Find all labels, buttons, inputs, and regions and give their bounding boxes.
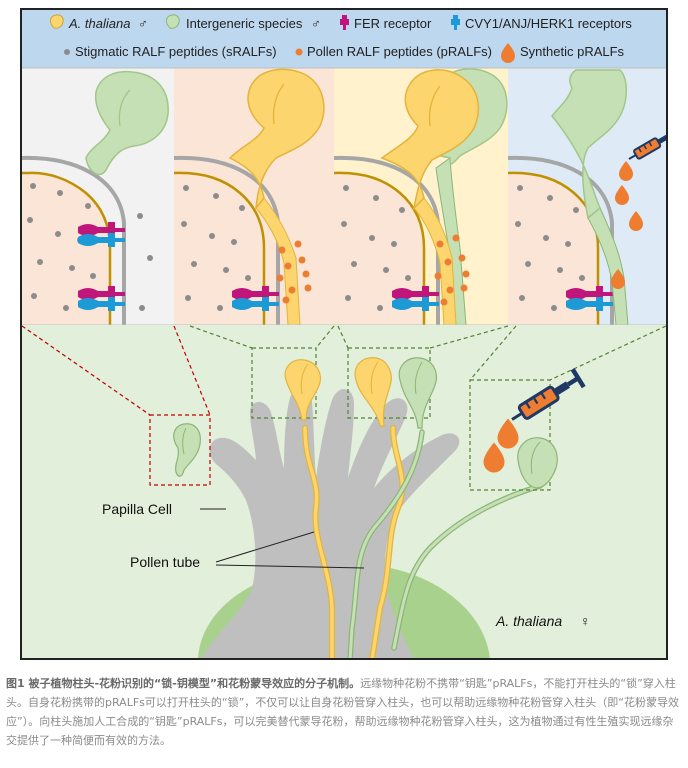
a-thaliana-female-label: A. thaliana [495, 613, 562, 629]
papilla-cell-mass [200, 388, 460, 660]
label-papilla-cell: Papilla Cell [102, 501, 226, 517]
legend-cvy1-label: CVY1/ANJ/HERK1 receptors [465, 16, 632, 31]
legend-fer-label: FER receptor [354, 16, 432, 31]
figure-caption: 图1 被子植物柱头-花粉识别的“锁-钥模型”和花粉蒙导效应的分子机制。远缘物种花… [6, 674, 682, 750]
legend-male-symbol-2: ♂ [311, 16, 321, 31]
yellow-pollen-icon [49, 14, 64, 29]
caption-lead: 图1 被子植物柱头-花粉识别的“锁-钥模型”和花粉蒙导效应的分子机制。 [6, 677, 361, 690]
legend-pralfs-label: Pollen RALF peptides (pRALFs) [307, 44, 492, 59]
legend-item-sralfs: Stigmatic RALF peptides (sRALFs) [64, 44, 277, 59]
legend-sralfs-label: Stigmatic RALF peptides (sRALFs) [75, 44, 277, 59]
orange-dot-icon [295, 48, 303, 56]
panel-1-no-pralfs [20, 68, 174, 325]
legend-item-pralfs: Pollen RALF peptides (pRALFs) [295, 44, 492, 59]
legend-synthetic-label: Synthetic pRALFs [520, 44, 625, 59]
legend-item-a-thaliana: A. thaliana ♂ [49, 14, 148, 31]
fer-receptor-icon [340, 15, 349, 30]
pollen-tubes [302, 425, 543, 660]
legend-item-intergeneric: Intergeneric species ♂ [165, 14, 321, 31]
panel-3-mentor-effect [333, 68, 508, 326]
legend-intergeneric-label: Intergeneric species [186, 16, 303, 31]
female-symbol: ♀ [580, 613, 591, 629]
figure-frame [20, 8, 668, 660]
pollen-grains-overview [173, 357, 558, 489]
legend-item-cvy1: CVY1/ANJ/HERK1 receptors [451, 15, 632, 31]
pollen-tube-label: Pollen tube [130, 554, 200, 570]
panel-2-self-pollen [173, 68, 334, 326]
legend-item-synthetic: Synthetic pRALFs [501, 43, 625, 63]
panel-4-synthetic-pralfs [507, 68, 668, 326]
gray-dot-icon [64, 49, 70, 55]
mechanism-figure: A. thaliana ♂ Intergeneric species ♂ FER… [20, 8, 668, 660]
legend-a-thaliana-label: A. thaliana [68, 16, 130, 31]
legend-male-symbol: ♂ [138, 16, 148, 31]
connector-lines [21, 325, 667, 416]
legend-item-fer: FER receptor [340, 15, 432, 31]
papilla-cell-label: Papilla Cell [102, 501, 172, 517]
caption-body: 远缘物种花粉不携带“钥匙”pRALFs，不能打开柱头的“锁”穿入柱头。自身花粉携… [6, 677, 679, 747]
green-pollen-icon [165, 14, 180, 29]
label-pollen-tube: Pollen tube [130, 531, 365, 570]
cvy1-receptor-icon [451, 15, 460, 30]
